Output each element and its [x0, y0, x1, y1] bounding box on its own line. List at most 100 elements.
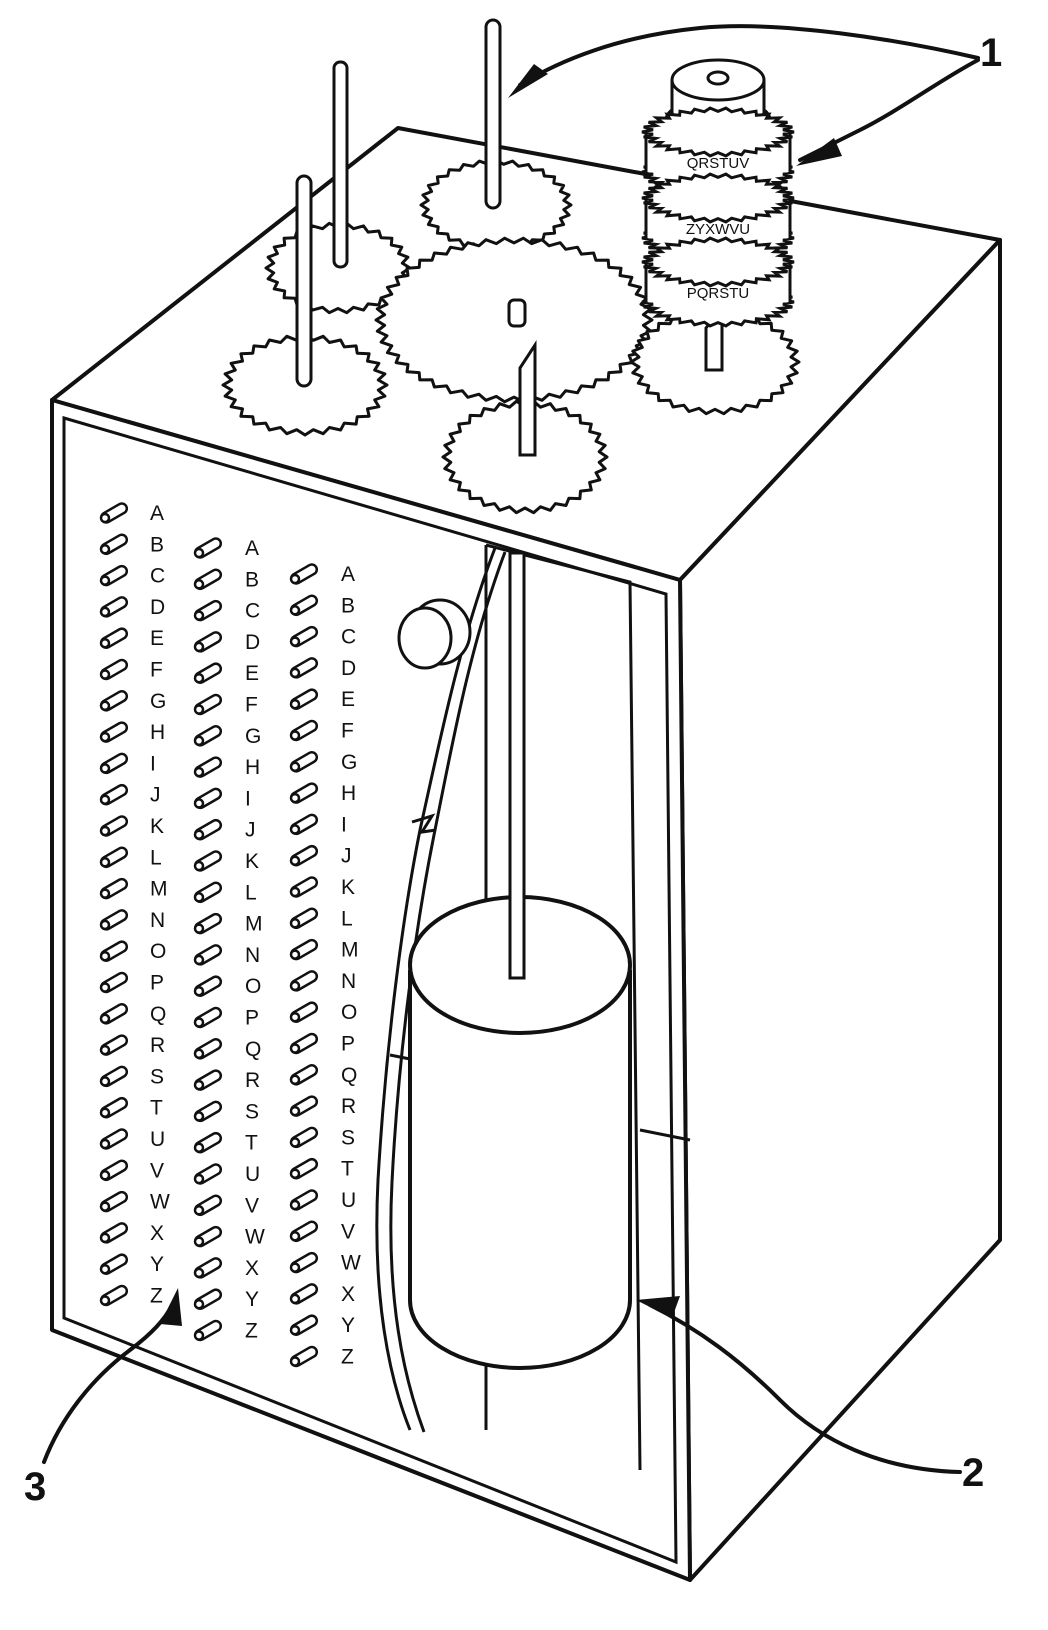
switch-letter-label: G: [341, 751, 357, 774]
switch-row[interactable]: V: [99, 1159, 164, 1182]
switch-row[interactable]: X: [289, 1283, 355, 1306]
switch-row[interactable]: B: [99, 533, 164, 556]
switch-row[interactable]: U: [193, 1163, 260, 1186]
switch-panel[interactable]: ABCDEFGHIJKLMNOPQRSTUVWXYZABCDEFGHIJKLMN…: [99, 502, 361, 1369]
switch-row[interactable]: Z: [99, 1284, 163, 1308]
switch-row[interactable]: W: [193, 1225, 265, 1249]
switch-row[interactable]: F: [193, 693, 258, 717]
switch-row[interactable]: F: [289, 719, 354, 743]
switch-row[interactable]: I: [99, 752, 156, 775]
switch-row[interactable]: P: [289, 1032, 355, 1056]
switch-letter-label: Y: [150, 1253, 164, 1276]
switch-row[interactable]: E: [289, 688, 355, 711]
switch-row[interactable]: Z: [193, 1319, 258, 1343]
switch-row[interactable]: J: [193, 818, 256, 842]
switch-row[interactable]: O: [99, 940, 166, 963]
switch-row[interactable]: S: [289, 1126, 355, 1149]
switch-row[interactable]: J: [289, 844, 352, 868]
switch-row[interactable]: P: [99, 971, 164, 995]
toggle-switch-ring: [193, 798, 205, 809]
switch-row[interactable]: H: [289, 782, 356, 805]
switch-row[interactable]: V: [289, 1220, 355, 1243]
wheel-rim-top: [641, 236, 795, 288]
switch-row[interactable]: B: [193, 568, 259, 591]
toggle-switch-ring: [99, 1295, 111, 1306]
switch-letter-label: V: [341, 1220, 355, 1243]
switch-row[interactable]: D: [289, 657, 356, 680]
callout-number-1: 1: [980, 31, 1002, 75]
switch-row[interactable]: C: [289, 625, 356, 649]
switch-row[interactable]: A: [289, 563, 355, 586]
switch-row[interactable]: W: [289, 1251, 361, 1275]
switch-row[interactable]: H: [99, 721, 165, 744]
switch-row[interactable]: K: [289, 876, 355, 899]
switch-row[interactable]: I: [289, 813, 347, 836]
switch-row[interactable]: N: [99, 909, 165, 932]
switch-row[interactable]: E: [99, 627, 164, 650]
switch-row[interactable]: U: [99, 1128, 165, 1151]
switch-row[interactable]: O: [193, 975, 261, 998]
switch-row[interactable]: A: [99, 502, 164, 525]
switch-row[interactable]: X: [193, 1257, 259, 1280]
switch-row[interactable]: M: [289, 938, 359, 962]
switch-row[interactable]: M: [99, 877, 168, 901]
switch-row[interactable]: L: [99, 846, 162, 869]
switch-row[interactable]: G: [99, 689, 166, 713]
switch-row[interactable]: S: [193, 1100, 259, 1123]
switch-row[interactable]: K: [99, 815, 164, 838]
switch-row[interactable]: G: [193, 724, 261, 748]
switch-row[interactable]: B: [289, 594, 355, 617]
wheel-letters: PQRSTU: [687, 285, 750, 302]
switch-row[interactable]: Y: [99, 1253, 164, 1276]
switch-row[interactable]: L: [193, 881, 257, 904]
switch-row[interactable]: X: [99, 1222, 164, 1245]
switch-row[interactable]: A: [193, 537, 259, 560]
switch-row[interactable]: T: [193, 1131, 258, 1155]
switch-row[interactable]: P: [193, 1006, 259, 1030]
toggle-switch-ring: [289, 667, 301, 679]
switch-row[interactable]: R: [193, 1069, 260, 1092]
switch-letter-label: M: [245, 913, 263, 936]
switch-row[interactable]: N: [289, 970, 356, 993]
toggle-switch-ring: [289, 1168, 301, 1179]
switch-row[interactable]: T: [289, 1157, 354, 1181]
switch-row[interactable]: Y: [193, 1288, 259, 1311]
switch-row[interactable]: Q: [193, 1037, 261, 1061]
switch-row[interactable]: I: [193, 787, 251, 810]
switch-row[interactable]: D: [99, 596, 165, 619]
switch-row[interactable]: E: [193, 662, 259, 685]
switch-row[interactable]: J: [99, 783, 161, 807]
switch-letter-label: K: [150, 815, 164, 838]
switch-row[interactable]: F: [99, 658, 163, 682]
switch-row[interactable]: Q: [99, 1002, 166, 1026]
arrowhead-2: [636, 1296, 680, 1318]
switch-row[interactable]: R: [289, 1095, 356, 1118]
switch-row[interactable]: C: [193, 599, 260, 623]
switch-row[interactable]: G: [289, 750, 357, 774]
switch-row[interactable]: V: [193, 1194, 259, 1217]
switch-row[interactable]: T: [99, 1096, 163, 1120]
switch-letter-label: O: [341, 1001, 357, 1024]
switch-letter-label: N: [150, 909, 165, 932]
rod-front-angled: [518, 339, 537, 457]
switch-row[interactable]: M: [193, 912, 263, 936]
switch-row[interactable]: D: [193, 631, 260, 654]
toggle-switch-ring: [193, 1298, 205, 1310]
switch-row[interactable]: Q: [289, 1063, 357, 1087]
switch-row[interactable]: O: [289, 1001, 357, 1024]
switch-row[interactable]: S: [99, 1065, 164, 1088]
switch-row[interactable]: R: [99, 1034, 165, 1057]
switch-row[interactable]: U: [289, 1189, 356, 1212]
switch-row[interactable]: H: [193, 756, 260, 779]
switch-letter-label: Q: [150, 1003, 166, 1026]
toggle-switch-ring: [193, 1017, 205, 1028]
toggle-switch-ring: [99, 888, 111, 899]
switch-row[interactable]: Y: [289, 1314, 355, 1337]
switch-row[interactable]: Z: [289, 1345, 354, 1369]
switch-row[interactable]: N: [193, 944, 260, 967]
switch-row[interactable]: K: [193, 850, 259, 873]
switch-row[interactable]: C: [99, 564, 165, 588]
switch-row[interactable]: L: [289, 907, 353, 930]
switch-row[interactable]: W: [99, 1190, 170, 1214]
